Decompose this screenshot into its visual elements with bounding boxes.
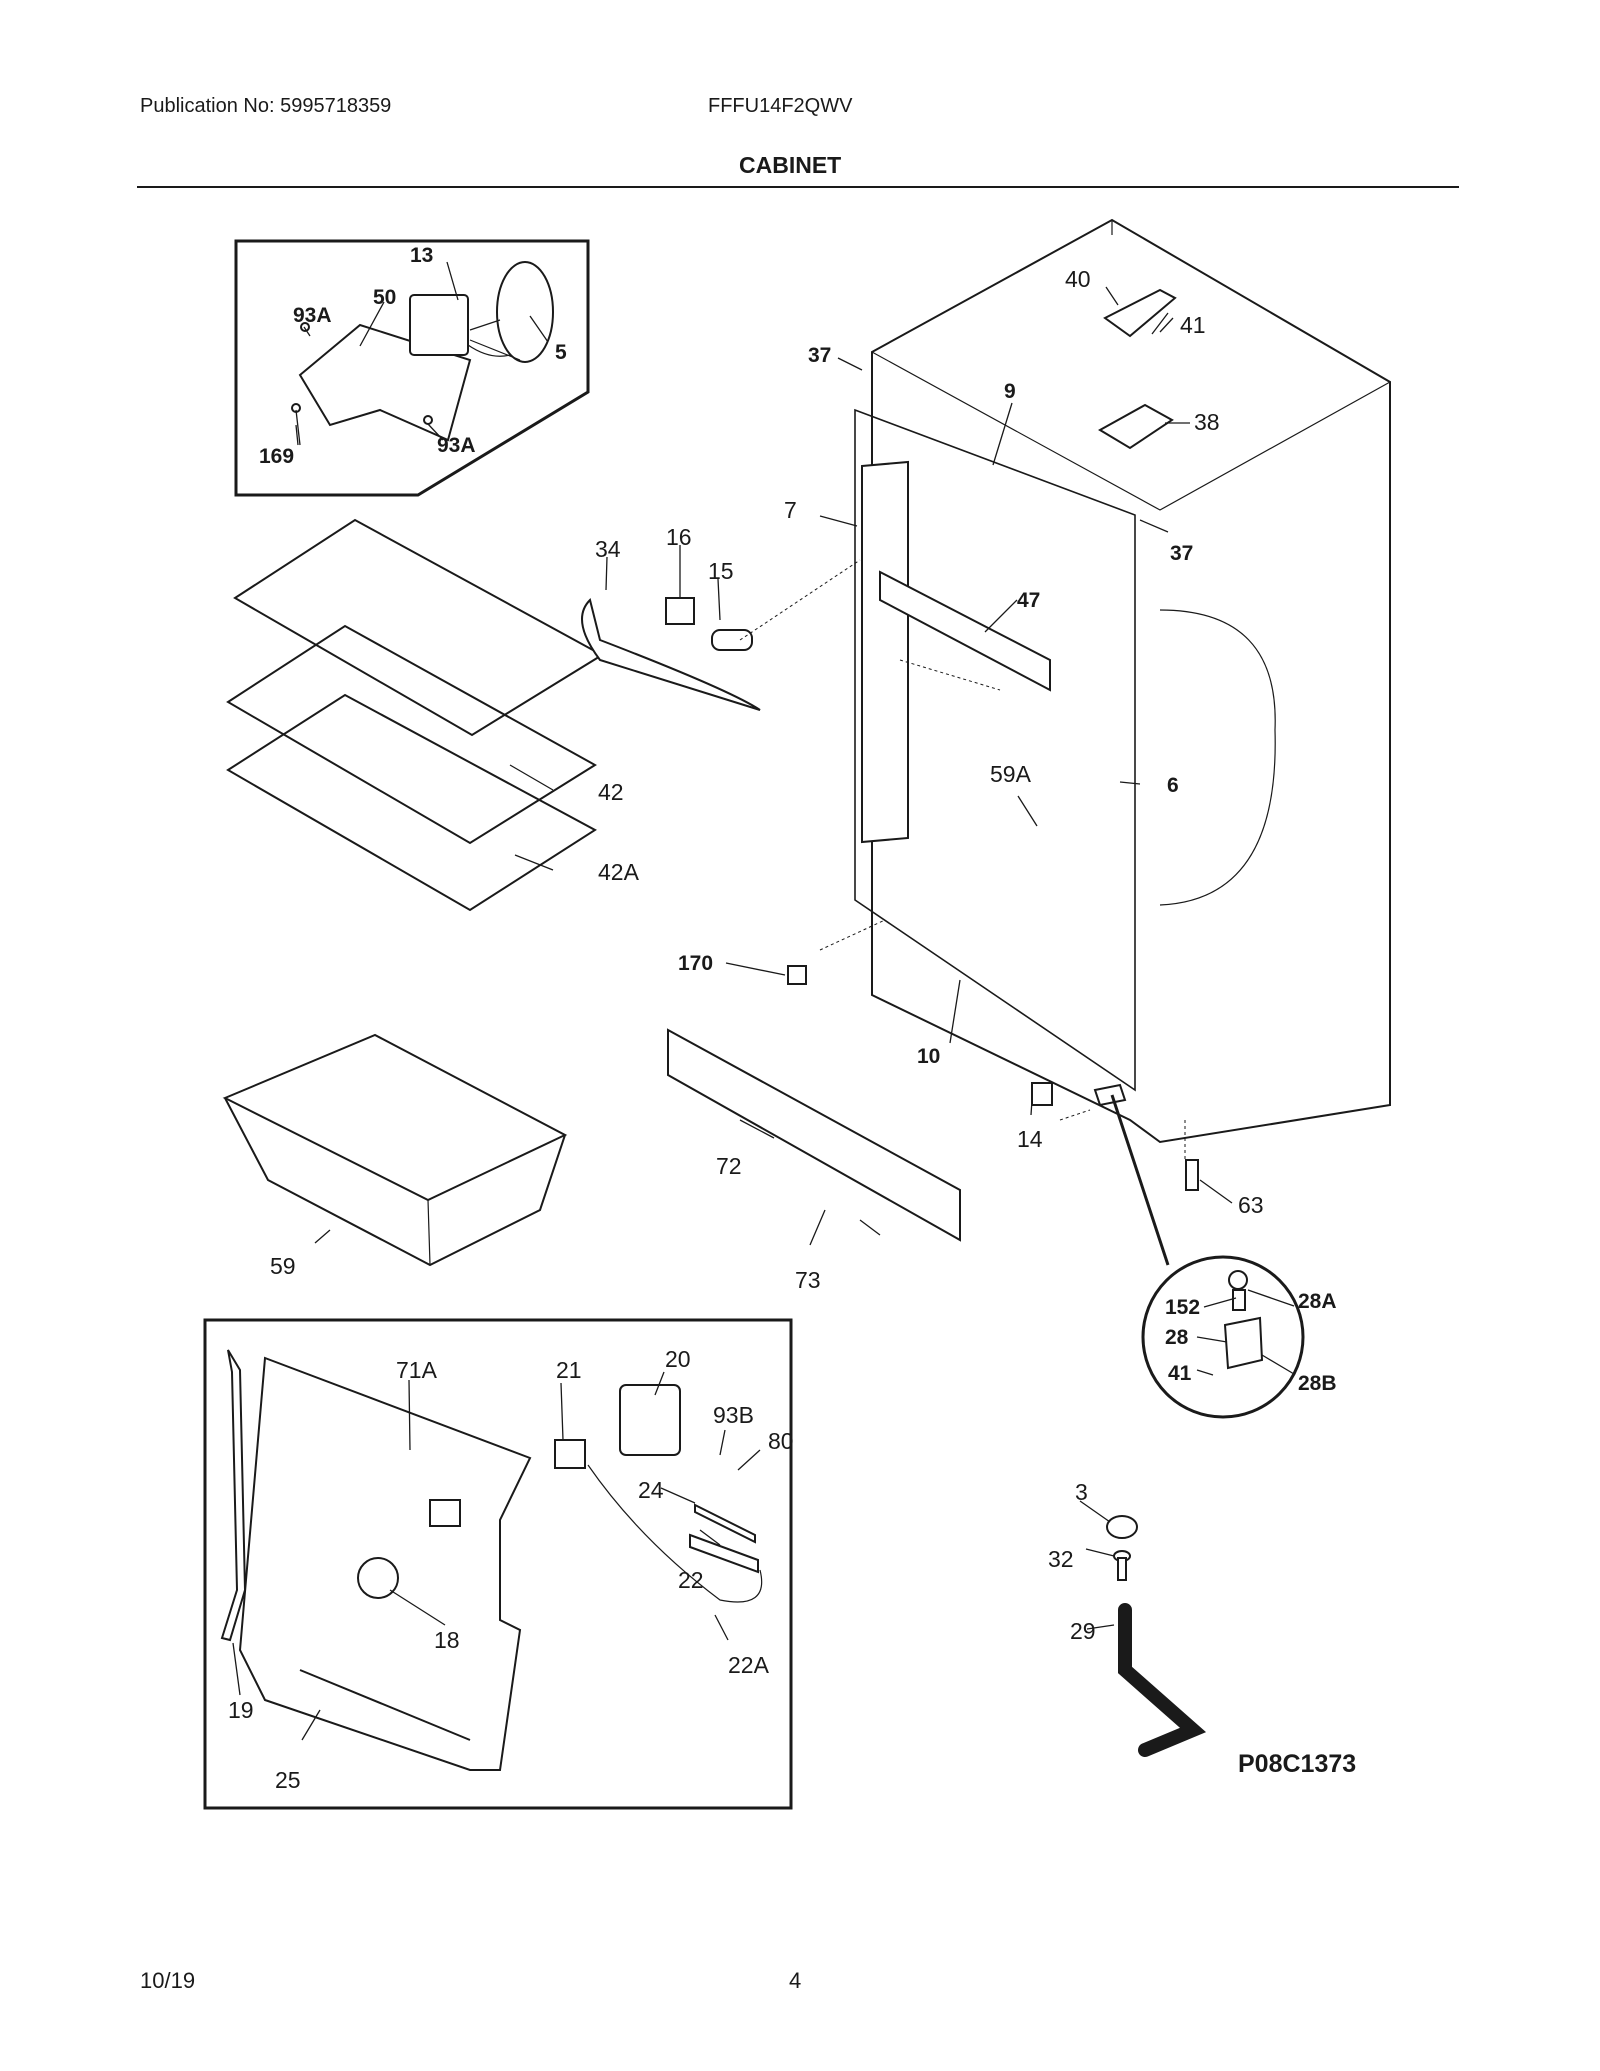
hinge-cover — [1103, 288, 1177, 338]
section-title: CABINET — [739, 152, 842, 178]
callout-37-top: 37 — [808, 344, 831, 367]
diagram-code: P08C1373 — [1238, 1750, 1356, 1778]
callout-72: 72 — [716, 1153, 742, 1179]
bottom-inset — [203, 1318, 793, 1810]
callout-50: 50 — [373, 286, 396, 309]
callout-7: 7 — [784, 497, 797, 523]
callout-9: 9 — [1004, 380, 1016, 403]
drain-tube-assembly — [1106, 1515, 1207, 1757]
toe-grille — [667, 1028, 961, 1242]
callout-93b: 93B — [713, 1402, 754, 1428]
callout-34: 34 — [595, 536, 621, 562]
callout-24: 24 — [638, 1477, 664, 1503]
top-hinge — [1098, 403, 1174, 450]
callout-13: 13 — [410, 244, 433, 267]
header-rule — [137, 186, 1459, 188]
callout-18: 18 — [434, 1627, 460, 1653]
callout-28b: 28B — [1298, 1372, 1337, 1395]
callout-73: 73 — [795, 1267, 821, 1293]
callout-63: 63 — [1238, 1192, 1264, 1218]
callout-28: 28 — [1165, 1326, 1189, 1349]
callout-152: 152 — [1165, 1296, 1200, 1319]
light-socket — [665, 597, 695, 625]
callout-25: 25 — [275, 1767, 301, 1793]
callout-21: 21 — [556, 1357, 582, 1383]
callout-42a: 42A — [598, 859, 640, 885]
callout-59: 59 — [270, 1253, 296, 1279]
light-bulb — [711, 629, 753, 651]
callout-28a: 28A — [1298, 1290, 1337, 1313]
model-number: FFFU14F2QWV — [708, 95, 853, 117]
callout-93a-top: 93A — [293, 304, 332, 327]
fan-inset — [234, 239, 590, 497]
callout-3: 3 — [1075, 1479, 1088, 1505]
callout-6: 6 — [1167, 774, 1179, 797]
footer-date: 10/19 — [140, 1968, 196, 1993]
callout-169: 169 — [259, 445, 294, 468]
wire-basket — [222, 1033, 568, 1267]
callout-93a-bottom: 93A — [437, 434, 476, 457]
callout-40: 40 — [1065, 266, 1091, 292]
callout-170: 170 — [678, 952, 713, 975]
callout-22: 22 — [678, 1567, 704, 1593]
callout-47: 47 — [1017, 589, 1040, 612]
callout-10: 10 — [917, 1045, 940, 1068]
callout-22a: 22A — [728, 1652, 770, 1678]
wire-shelves — [226, 518, 604, 912]
callout-29: 29 — [1070, 1618, 1096, 1644]
callout-41-top: 41 — [1180, 312, 1206, 338]
leveling-leg — [1185, 1159, 1199, 1191]
callout-37-right: 37 — [1170, 542, 1193, 565]
publication-number: Publication No: 5995718359 — [140, 95, 392, 117]
hinge-detail — [1110, 1094, 1305, 1419]
callout-14: 14 — [1017, 1126, 1043, 1152]
callout-15: 15 — [708, 558, 734, 584]
callout-20: 20 — [665, 1346, 691, 1372]
switch — [787, 965, 807, 985]
callout-71a: 71A — [396, 1357, 438, 1383]
callout-32: 32 — [1048, 1546, 1074, 1572]
callout-80: 80 — [768, 1428, 794, 1454]
cabinet-body — [854, 218, 1391, 1144]
callout-59a: 59A — [990, 761, 1032, 787]
callout-38: 38 — [1194, 409, 1220, 435]
callout-42: 42 — [598, 779, 624, 805]
footer-page: 4 — [789, 1968, 802, 1993]
callout-16: 16 — [666, 524, 692, 550]
light-shield — [581, 598, 761, 711]
callout-5: 5 — [555, 341, 567, 364]
door-switch — [1031, 1082, 1053, 1106]
callout-19: 19 — [228, 1697, 254, 1723]
callout-41-hinge: 41 — [1168, 1362, 1192, 1385]
bottom-hinge — [1093, 1083, 1127, 1107]
